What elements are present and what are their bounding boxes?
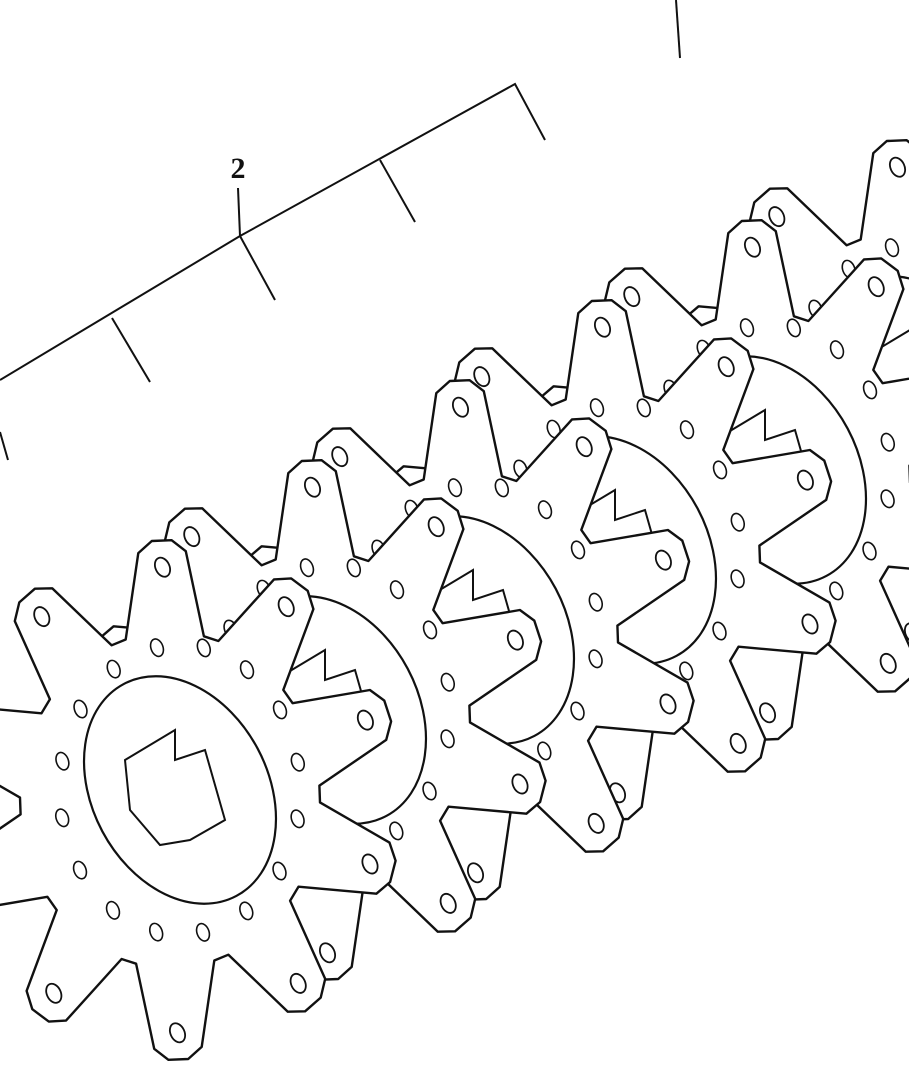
- bolt-hole: [880, 489, 895, 509]
- callout-2-leader: [237, 187, 241, 237]
- leader-bracket-line: [0, 82, 546, 381]
- bolt-hole: [712, 621, 727, 641]
- bolt-hole: [54, 808, 70, 828]
- tooth-hole: [506, 629, 524, 651]
- bolt-hole: [679, 661, 694, 681]
- tooth-hole: [466, 862, 485, 884]
- tooth-hole: [356, 709, 374, 731]
- tooth-hole: [575, 436, 593, 458]
- bolt-hole: [862, 380, 878, 400]
- tooth-hole: [888, 156, 907, 178]
- bolt-hole: [739, 318, 755, 338]
- tooth-hole: [867, 276, 885, 298]
- bolt-hole: [272, 700, 288, 720]
- tooth-hole: [796, 469, 814, 491]
- bolt-hole: [537, 500, 553, 520]
- leader-tick: [111, 317, 151, 383]
- tooth-hole: [801, 613, 819, 635]
- leader-lines: [0, 0, 681, 461]
- tooth-hole: [729, 732, 747, 754]
- bolt-hole: [106, 659, 121, 679]
- bolt-hole: [712, 460, 728, 480]
- bolt-hole: [880, 432, 896, 452]
- tooth-hole: [33, 606, 51, 628]
- star-disc: [0, 539, 397, 1061]
- bolt-hole: [786, 318, 802, 338]
- tooth-hole: [277, 596, 295, 618]
- bolt-hole: [537, 741, 552, 761]
- tooth-hole: [654, 549, 672, 571]
- tooth-hole: [303, 476, 322, 498]
- bolt-hole: [55, 751, 70, 771]
- bolt-hole: [389, 821, 404, 841]
- bolt-hole: [570, 701, 585, 721]
- bolt-hole: [589, 398, 605, 418]
- tooth-hole: [45, 982, 63, 1004]
- bolt-hole: [72, 860, 88, 880]
- bolt-hole: [884, 238, 900, 258]
- tooth-hole: [587, 812, 605, 834]
- bolt-hole: [196, 638, 212, 658]
- tooth-hole: [768, 206, 786, 228]
- bolt-hole: [636, 398, 652, 418]
- tooth-hole: [183, 526, 201, 548]
- bolt-hole: [290, 752, 306, 772]
- tooth-hole: [511, 773, 529, 795]
- leader-tick: [239, 235, 276, 301]
- bolt-hole: [588, 649, 603, 669]
- bolt-hole: [195, 922, 211, 942]
- tooth-hole: [361, 853, 379, 875]
- tooth-hole: [168, 1022, 187, 1044]
- bolt-hole: [440, 729, 455, 749]
- leader-tick: [379, 159, 416, 223]
- tooth-hole: [427, 516, 445, 538]
- bolt-hole: [239, 901, 254, 921]
- tooth-hole: [439, 892, 457, 914]
- callout-number-2: 2: [231, 152, 246, 185]
- bolt-hole: [730, 569, 745, 589]
- bolt-hole: [272, 861, 287, 881]
- tooth-hole: [331, 446, 349, 468]
- bolt-hole: [829, 581, 844, 601]
- bolt-hole: [149, 638, 165, 658]
- bolt-hole: [105, 900, 121, 920]
- bolt-hole: [440, 672, 456, 692]
- tooth-hole: [318, 942, 337, 964]
- tooth-hole: [153, 556, 172, 578]
- bolt-hole: [73, 699, 88, 719]
- bolt-hole: [148, 922, 164, 942]
- bolt-hole: [239, 660, 255, 680]
- bolt-hole: [679, 420, 695, 440]
- tooth-hole: [289, 972, 307, 994]
- bolt-hole: [494, 478, 510, 498]
- bolt-hole: [447, 478, 463, 498]
- tooth-hole: [717, 356, 735, 378]
- bolt-hole: [389, 580, 405, 600]
- tooth-hole: [879, 652, 897, 674]
- tooth-hole: [593, 316, 612, 338]
- bolt-hole: [299, 558, 315, 578]
- leader-tick: [0, 431, 9, 461]
- bolt-hole: [422, 781, 437, 801]
- tooth-hole: [743, 236, 762, 258]
- bolt-hole: [290, 809, 305, 829]
- leader-line-top: [675, 0, 681, 59]
- tooth-hole: [659, 693, 677, 715]
- tooth-hole: [473, 366, 491, 388]
- bolt-hole: [346, 558, 362, 578]
- tooth-hole: [623, 286, 641, 308]
- bolt-hole: [588, 592, 604, 612]
- hub-notch: [123, 728, 227, 847]
- bolt-hole: [829, 340, 845, 360]
- bolt-hole: [730, 512, 746, 532]
- bolt-hole: [570, 540, 586, 560]
- tooth-hole: [758, 702, 777, 724]
- tooth-hole: [451, 396, 470, 418]
- star-disc-stack: [0, 139, 909, 1061]
- bolt-hole: [862, 541, 877, 561]
- bolt-hole: [422, 620, 438, 640]
